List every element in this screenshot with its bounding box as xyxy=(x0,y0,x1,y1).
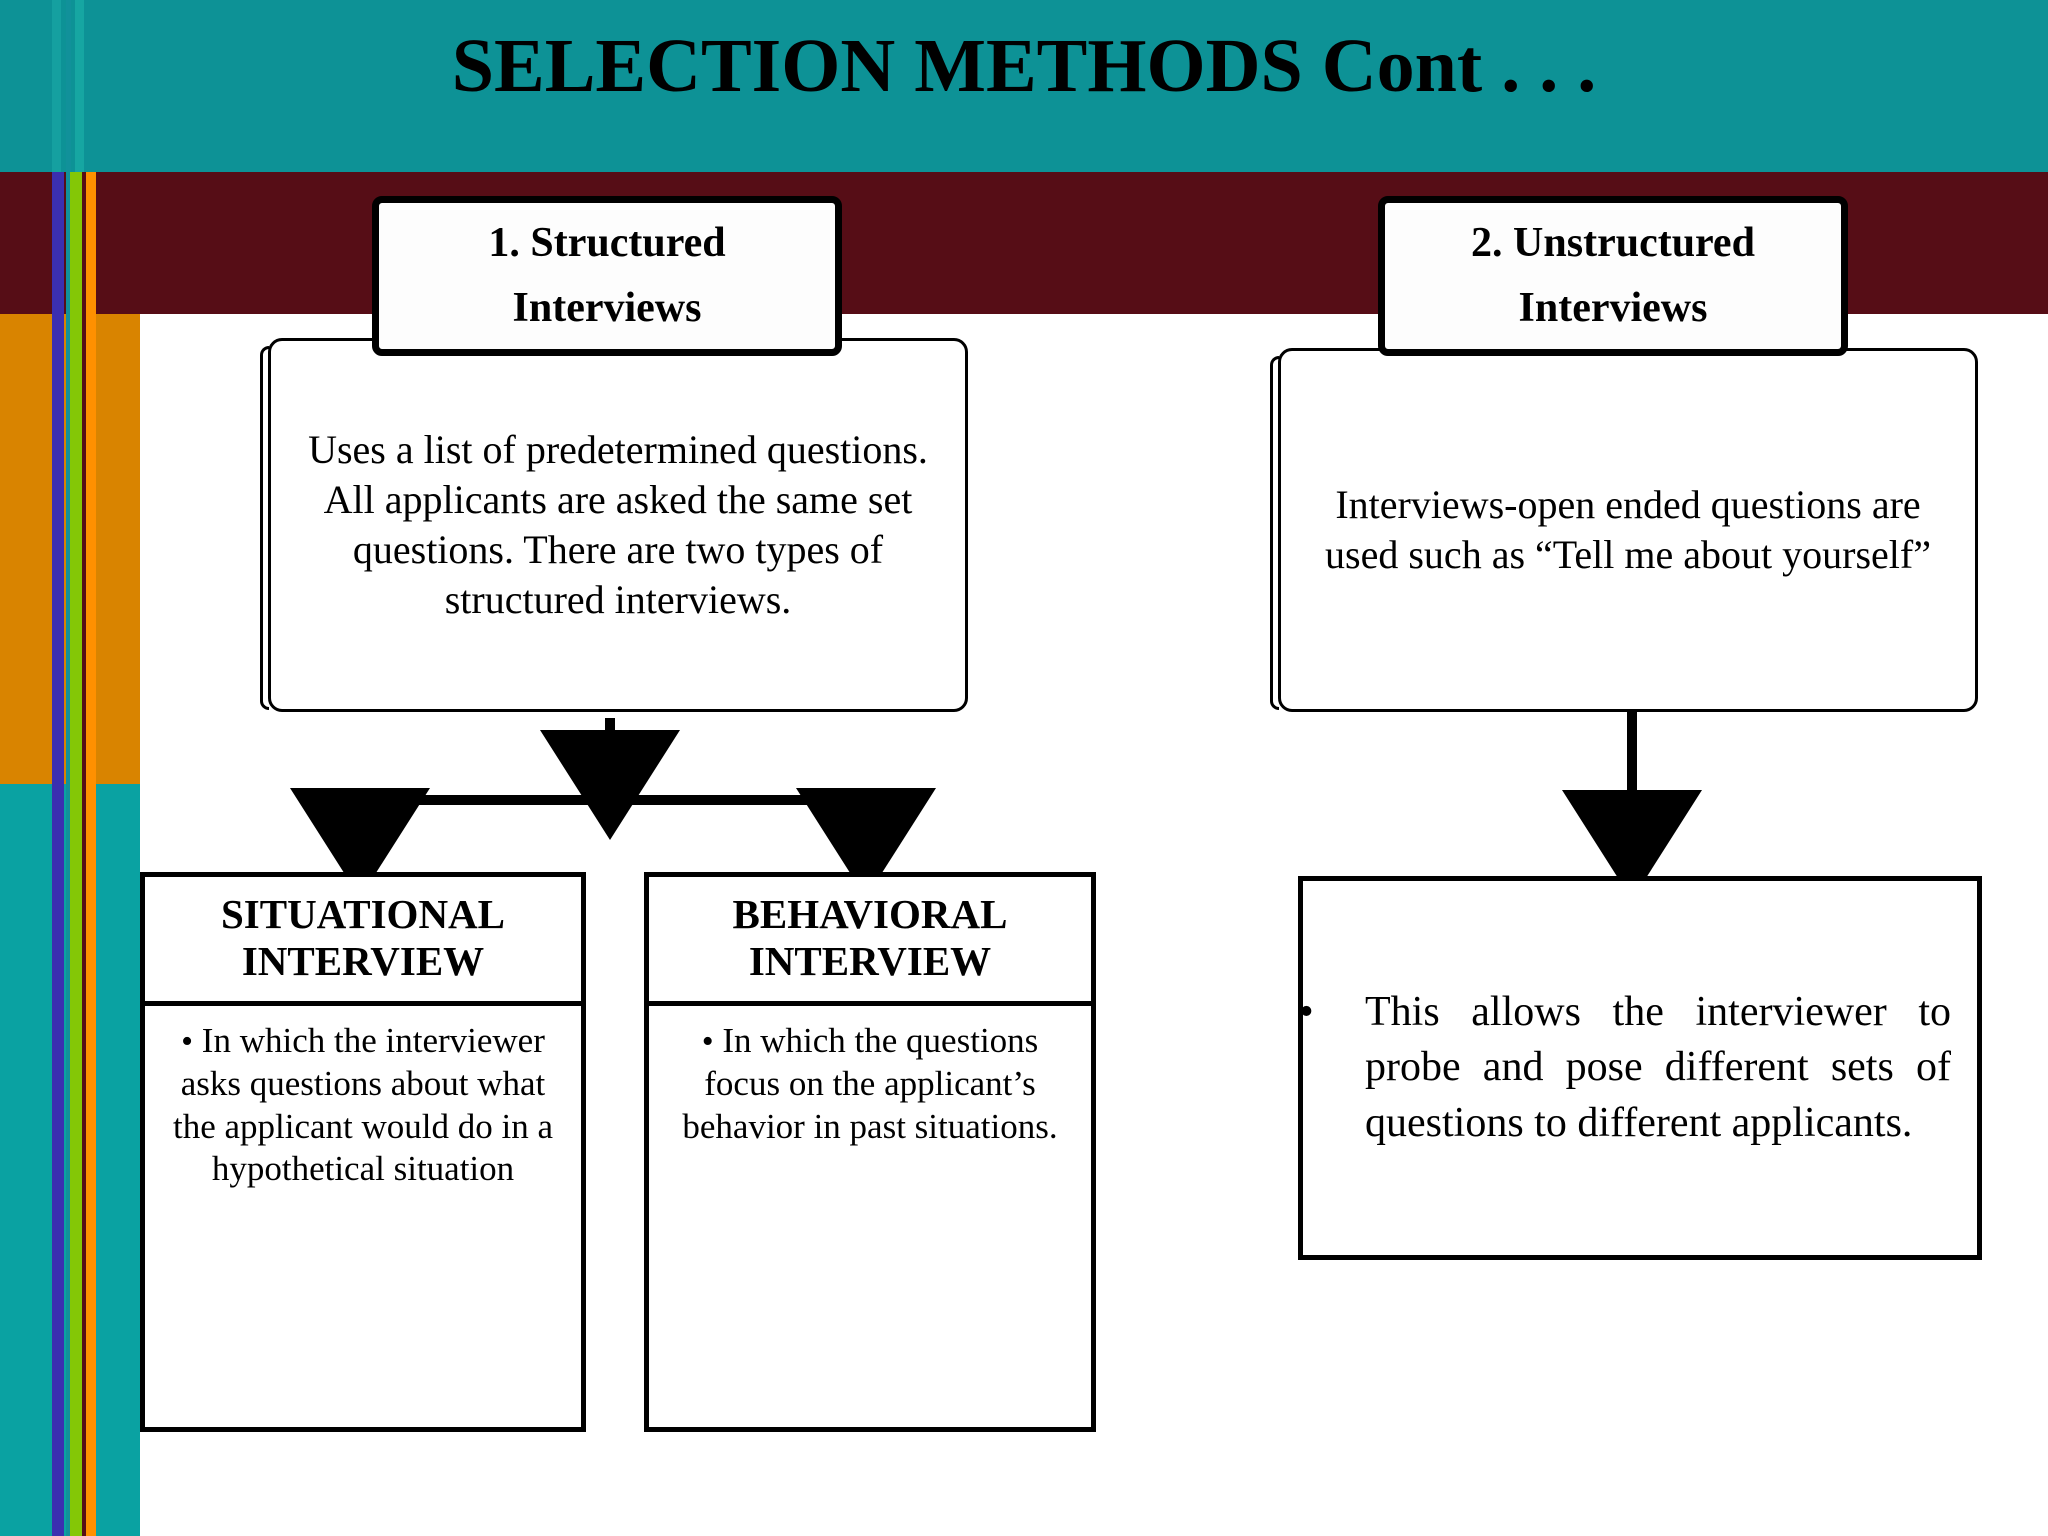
accent-stripe-blue xyxy=(52,172,64,1536)
caption-situational-line1: SITUATIONAL xyxy=(220,891,506,937)
bullet-marker-behavioral: • xyxy=(701,1023,714,1061)
accent-stripe-dark xyxy=(82,172,86,1536)
card-unstructured-detail[interactable]: • This allows the interviewer to probe a… xyxy=(1298,876,1982,1260)
caption-behavioral-interview: BEHAVIORAL INTERVIEW xyxy=(649,877,1091,1007)
bullet-marker-situational: • xyxy=(181,1023,194,1061)
bullet-situational-interview: • In which the interviewer asks question… xyxy=(145,1006,581,1201)
body-structured-text: Uses a list of predetermined questions. … xyxy=(308,427,928,622)
bullet-unstructured-detail: • This allows the interviewer to probe a… xyxy=(1299,985,1977,1151)
card-behavioral-interview[interactable]: BEHAVIORAL INTERVIEW • In which the ques… xyxy=(644,872,1096,1432)
header-structured-line1: 1. Structured xyxy=(488,219,726,266)
header-unstructured-line1: 2. Unstructured xyxy=(1471,219,1755,266)
accent-stripe-orange xyxy=(86,172,96,1536)
accent-stripe-green xyxy=(70,172,82,1536)
bullet-marker-unstructured: • xyxy=(1299,988,1314,1035)
bullet-text-unstructured: This allows the interviewer to probe and… xyxy=(1365,988,1951,1146)
body-unstructured-interviews[interactable]: Interviews-open ended questions are used… xyxy=(1270,348,1978,712)
bullet-text-behavioral: In which the questions focus on the appl… xyxy=(682,1021,1058,1146)
caption-situational-interview: SITUATIONAL INTERVIEW xyxy=(145,877,581,1007)
header-structured-line2: Interviews xyxy=(512,285,702,331)
caption-situational-line2: INTERVIEW xyxy=(241,938,485,985)
header-structured-interviews[interactable]: 1. Structured Interviews xyxy=(372,196,842,356)
bullet-text-situational: In which the interviewer asks questions … xyxy=(172,1021,554,1189)
slide-title: SELECTION METHODS Cont . . . xyxy=(451,24,1597,108)
card-situational-interview[interactable]: SITUATIONAL INTERVIEW • In which the int… xyxy=(140,872,586,1432)
body-unstructured-text: Interviews-open ended questions are used… xyxy=(1325,482,1931,577)
header-unstructured-line2: Interviews xyxy=(1518,285,1708,331)
caption-behavioral-line1: BEHAVIORAL xyxy=(732,891,1008,937)
caption-behavioral-line2: INTERVIEW xyxy=(748,938,992,985)
header-band-teal xyxy=(0,0,2048,172)
body-structured-interviews[interactable]: Uses a list of predetermined questions. … xyxy=(260,338,968,712)
accent-stripe-b xyxy=(66,0,71,1536)
bullet-behavioral-interview: • In which the questions focus on the ap… xyxy=(649,1006,1091,1158)
header-unstructured-interviews[interactable]: 2. Unstructured Interviews xyxy=(1378,196,1848,356)
